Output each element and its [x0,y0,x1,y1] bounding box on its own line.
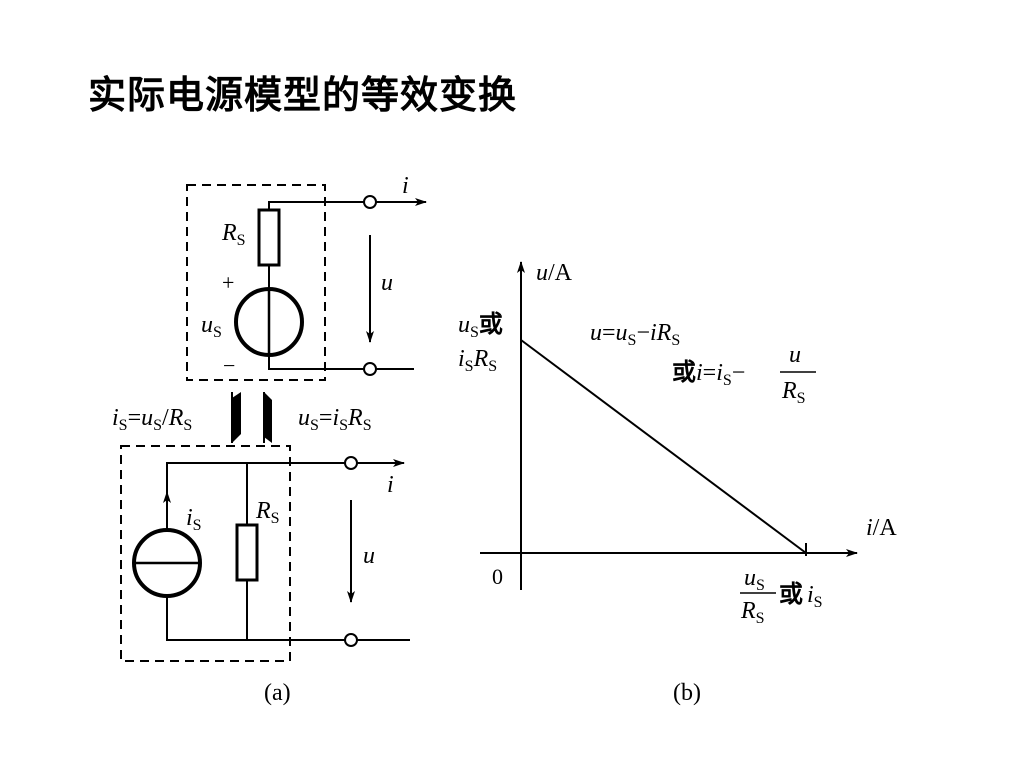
voltage-source-circuit: i u RS + uS − [186,173,427,381]
resistor-rs-bottom [235,523,259,582]
y-intercept-line2: iSRS [458,346,497,375]
caption-a: (a) [264,680,291,706]
caption-b: (b) [673,680,701,706]
is-label-bottom: iS [186,505,202,534]
rs-label-bottom: RS [255,498,280,527]
terminal-bottom-1 [344,456,358,470]
origin-label: 0 [492,564,503,589]
equation-is-from-us: iS=uS/RS [112,405,192,434]
equation-u-of-i: u=uS−iRS [590,320,680,349]
equiv-arrow-down-icon [232,392,241,443]
characteristic-line [520,339,807,554]
dashed-box-bottom [120,445,291,662]
slide-title: 实际电源模型的等效变换 [88,73,518,117]
minus-sign: − [223,353,235,378]
terminal-top-1 [363,195,377,209]
voltage-label-bottom: u [363,543,375,569]
equation-i-of-u: 或i=iS− [672,358,745,389]
x-intercept-num: uS [744,565,765,594]
equiv-arrow-up-icon [264,392,272,443]
resistor-rs-top [257,208,281,267]
terminal-bottom-2 [344,633,358,647]
x-intercept-den: RS [740,598,765,627]
equation-fraction-den: RS [781,378,806,407]
current-label-bottom: i [387,472,394,498]
voltage-label-top: u [381,270,393,296]
wire-bottom-bottom [166,596,345,641]
current-label-top: i [402,173,409,199]
equation-fraction-num: u [789,342,801,368]
dashed-box-top [186,184,326,381]
equation-us-from-is: uS=iSRS [298,405,372,434]
wire-top-bottom [268,355,364,370]
y-intercept-line1: uS或 [458,310,503,341]
x-axis-label: i/A [866,515,897,541]
current-source-circuit: iS RS i u (a) [120,445,410,706]
equivalence-arrows: iS=uS/RS uS=iSRS [112,392,372,443]
us-label-top: uS [201,312,222,341]
rs-label-top: RS [221,220,246,249]
terminal-top-2 [363,362,377,376]
ui-characteristic-graph: u/A i/A 0 uS或 iSRS u=uS−iRS 或i=iS− u RS … [458,260,897,706]
wire-top [268,201,364,210]
y-axis-label: u/A [536,260,573,286]
plus-sign: + [222,270,234,295]
